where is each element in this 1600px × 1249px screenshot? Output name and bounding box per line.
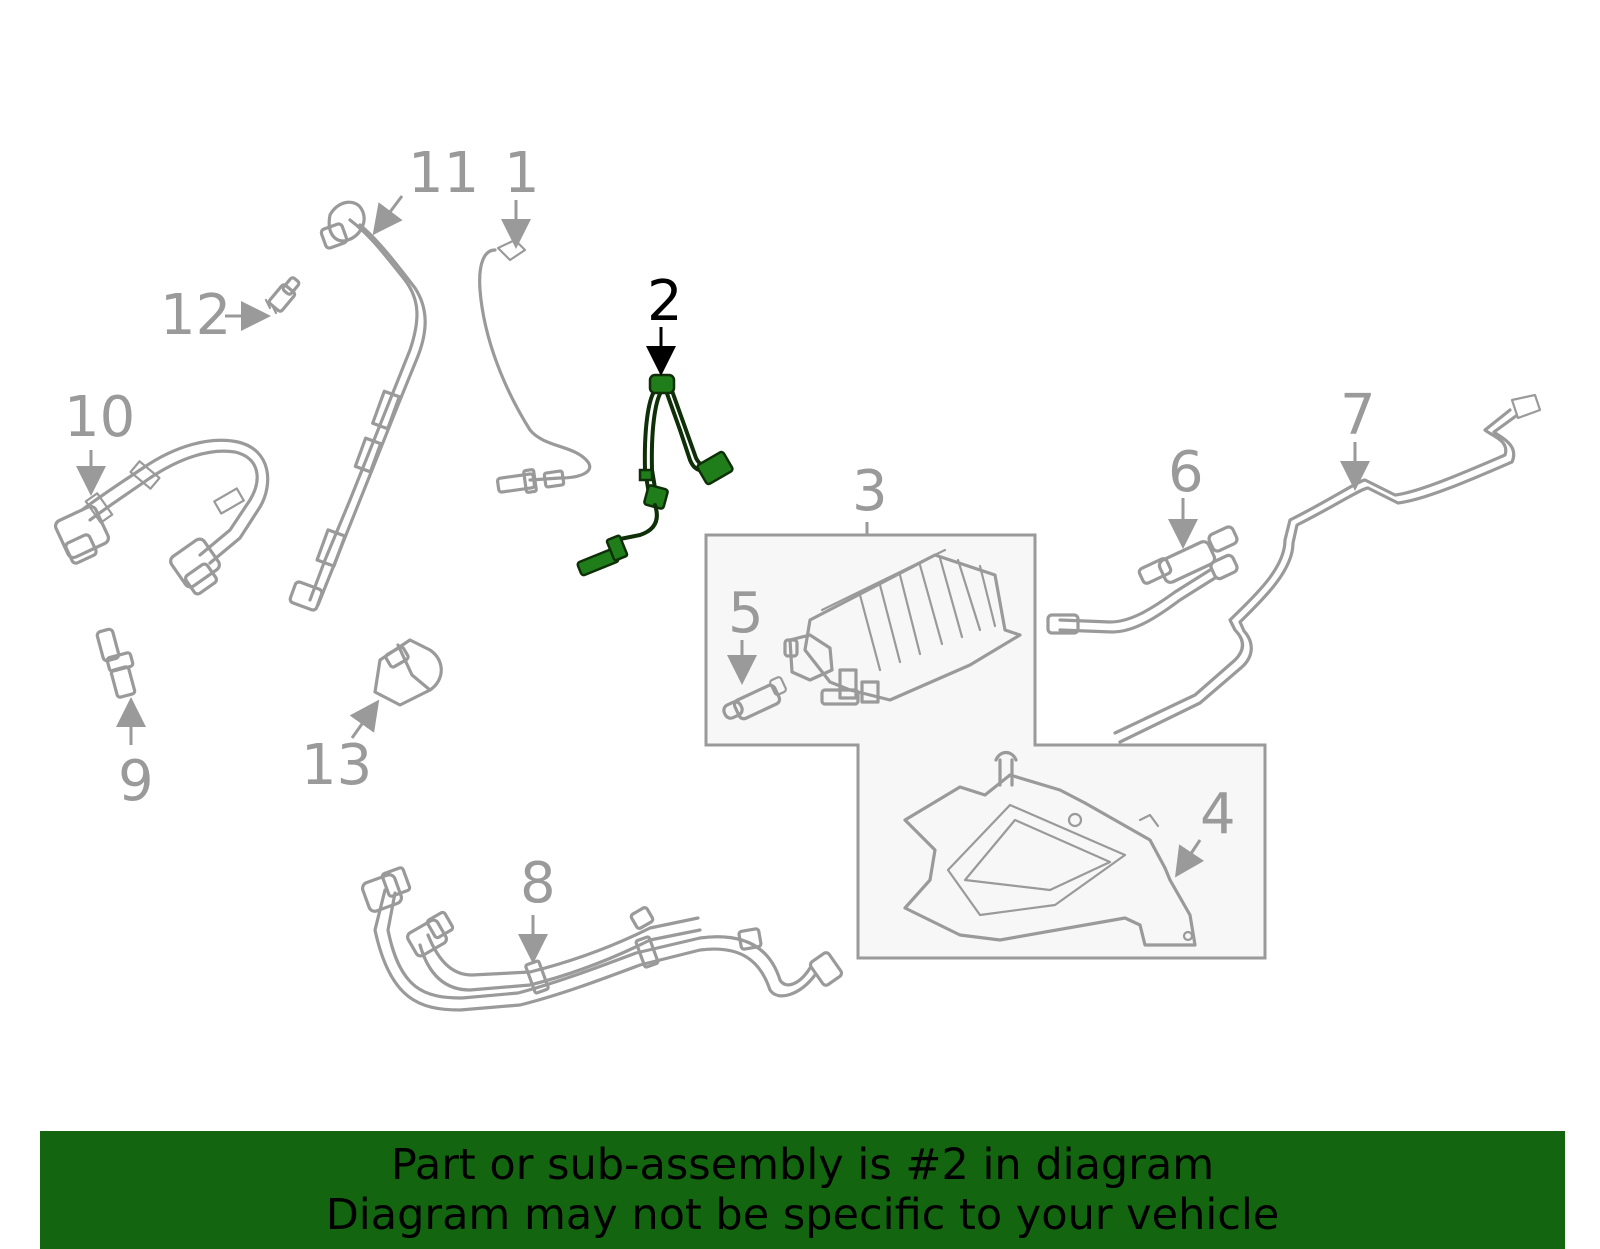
part-3-canister <box>783 548 1022 706</box>
callout-arrow-11 <box>372 195 404 236</box>
part-11-hose <box>288 200 427 612</box>
part-10-hose <box>53 438 270 596</box>
part-9-sensor <box>95 627 137 699</box>
callout-6: 6 <box>1168 440 1204 505</box>
part-2-oxygen-sensor[interactable] <box>576 373 734 577</box>
callout-1: 1 <box>504 141 540 206</box>
callout-5: 5 <box>728 581 764 646</box>
part-6-valve <box>1046 525 1239 635</box>
callout-arrow-4 <box>1175 839 1205 878</box>
part-12-fitting <box>264 276 301 315</box>
callout-4: 4 <box>1200 782 1236 847</box>
assembly-box <box>704 533 1267 960</box>
callout-12: 12 <box>160 283 231 348</box>
banner-line-2: Diagram may not be specific to your vehi… <box>325 1190 1280 1240</box>
callout-8: 8 <box>520 851 556 916</box>
info-banner: Part or sub-assembly is #2 in diagram Di… <box>40 1131 1565 1249</box>
callout-7: 7 <box>1340 383 1376 448</box>
part-13-bracket <box>373 638 443 707</box>
callout-10: 10 <box>64 385 135 450</box>
part-1-sensor <box>478 238 592 494</box>
part-5-valve <box>722 676 787 721</box>
callout-11: 11 <box>408 141 479 206</box>
part-8-pipe <box>360 866 844 1012</box>
part-7-tube <box>1113 393 1542 744</box>
callout-9: 9 <box>118 749 154 814</box>
callout-3: 3 <box>852 459 888 524</box>
banner-line-1: Part or sub-assembly is #2 in diagram <box>390 1140 1215 1190</box>
part-4-shield <box>903 750 1197 947</box>
callout-13: 13 <box>301 733 372 798</box>
callout-2[interactable]: 2 <box>647 269 683 334</box>
callout-arrow-13 <box>349 699 380 739</box>
